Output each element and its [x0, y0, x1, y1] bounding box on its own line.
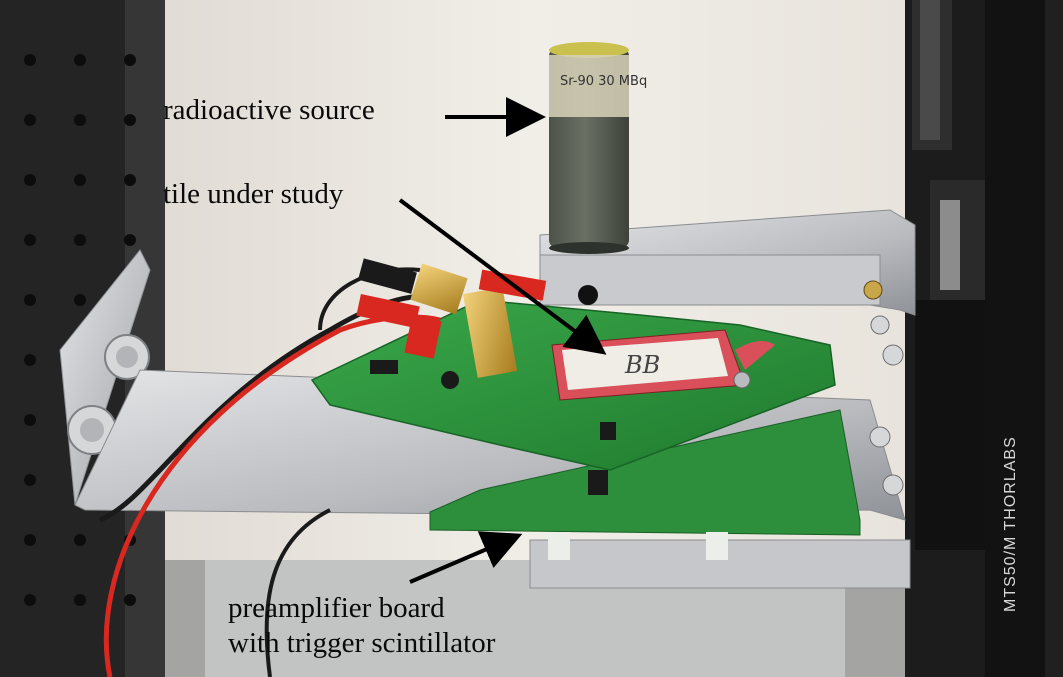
radioactive-source-label: radioactive source [163, 94, 375, 126]
preamp-arrow [409, 531, 523, 584]
preamplifier-label-line1: preamplifier board [228, 592, 445, 624]
preamplifier-board-label: preamplifier board with trigger scintill… [228, 591, 495, 661]
preamplifier-label-line2: with trigger scintillator [228, 627, 496, 659]
standoff [548, 532, 570, 560]
stage-brand-text: MTS50/M THORLABS [1002, 436, 1019, 612]
tile-under-study-label: tile under study [163, 178, 344, 210]
vial-marking: Sr-90 30 MBq [560, 74, 647, 89]
top-bracket [539, 209, 916, 496]
tile-marking: BB [624, 351, 660, 379]
left-bracket [59, 249, 151, 506]
preamplifier-board [429, 409, 861, 536]
pcb-components [370, 360, 616, 495]
cables-and-connectors [99, 258, 547, 677]
radioactive-source-vial: Sr-90 30 MBq [549, 42, 647, 254]
translation-stage [905, 0, 1063, 677]
standoff [706, 532, 728, 560]
tile-arrow [398, 198, 607, 355]
